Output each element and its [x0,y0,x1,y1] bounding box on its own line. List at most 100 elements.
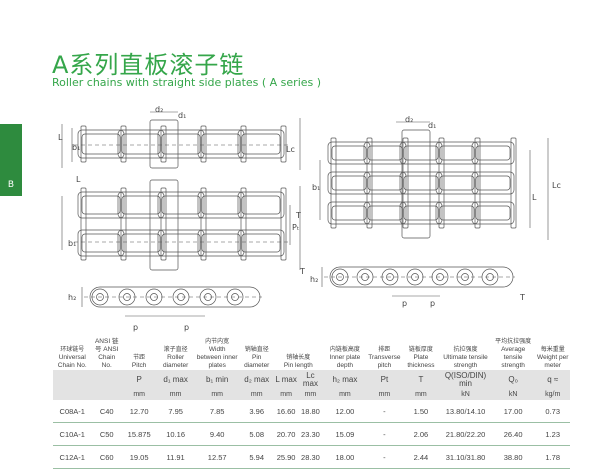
dimension-label: b₁ [312,183,320,192]
table-cell: 5.94 [239,445,274,469]
chain-plate [161,195,201,215]
chain-plate [197,191,245,219]
column-header-en: Width between inner plates [196,346,238,369]
chain-plate [402,137,409,229]
column-header-cn: 内链板高度 [329,347,360,353]
column-header-cn: 销轴直径 [244,347,269,353]
chain-plate [439,205,475,221]
table-cell: 20.70 [273,422,299,446]
chain-plate [240,125,247,163]
chain-plate [399,201,443,225]
chain-plate [367,175,403,191]
column-symbol: L max [273,370,299,390]
table-cell: - [367,445,402,469]
table-cell: C40 [91,400,122,423]
chain-plate [439,145,475,161]
dimension-label: T [299,267,305,276]
column-header-en: ANSI 链号 ANSI Chain No. [94,338,119,369]
chain-plate [330,137,337,229]
chain-plate [363,141,407,165]
chain-plate [81,195,121,215]
chain-plate [237,129,285,159]
dimension-label: p [402,299,407,308]
triple-strand-plan-view [319,121,549,240]
chain-plate [331,145,367,161]
chain-plate [367,145,403,161]
column-header-en: Inner plate depth [329,354,361,369]
chain-plate [81,133,121,155]
column-symbol: h₂ max [322,370,368,390]
dimension-label: d₁ [428,121,436,130]
chain-plate [435,171,479,195]
dimension-label: h₂ [68,293,76,302]
column-header-en: Pin diameter [244,354,270,369]
table-cell: - [367,400,402,423]
dimension-label: p [133,323,138,332]
chain-plate [197,129,245,159]
table-cell: 10.16 [156,422,195,446]
chain-plate [475,205,511,221]
column-symbol [53,370,92,390]
column-header-cn: 环球链号 [60,347,85,353]
chain-plate [475,175,511,191]
side-view-left [81,286,262,317]
table-cell: 15.09 [322,422,368,446]
table-cell: 12.00 [322,400,368,423]
chain-plate [121,195,161,215]
column-header-en: Transverse pitch [368,354,401,369]
column-unit: mm [121,390,157,400]
table-cell: 1.50 [401,400,441,423]
column-symbol: b₁ min [194,370,240,390]
table-cell: 26.40 [490,422,536,446]
chain-plate [161,133,201,155]
column-header-en: Plate thickness [407,354,435,369]
chain-plate [201,233,241,253]
table-cell: 25.90 [273,445,299,469]
dimension-label: L [76,175,81,184]
column-header-cn: 每米重量 [540,347,565,353]
dimension-label: h₂ [310,275,318,284]
column-header-en: Roller diameter [162,354,189,369]
chain-plate [160,125,167,163]
chain-plate [241,133,281,155]
chain-plate [149,119,179,169]
chain-plate [117,191,165,219]
column-unit [91,390,122,400]
column-unit: mm [298,390,323,400]
table-cell: C08A-1 [53,400,92,423]
chain-plate [157,191,205,219]
chain-plate [157,129,205,159]
chain-plate [399,171,443,195]
dimension-label: Lc [552,181,561,190]
chain-plate [77,129,125,159]
column-symbol: d₂ max [239,370,274,390]
table-cell: 38.80 [490,445,536,469]
column-header-cn: 抗拉强度 [453,347,478,353]
chain-plate [77,229,125,257]
column-unit: mm [273,390,299,400]
chain-plate [471,201,515,225]
chain-plate [240,187,247,261]
dimension-label: T [295,211,301,220]
dimension-label: T [519,293,525,302]
dimension-label: p [184,323,189,332]
chain-plate [80,187,87,261]
chain-plate [474,137,481,229]
chain-plate [121,233,161,253]
column-symbol: Q₀ [490,370,536,390]
single-strand-plan-view [61,111,301,170]
column-symbol: Q(ISO/DIN) min [440,370,491,390]
chain-plate [201,195,241,215]
chain-plate [510,137,517,229]
